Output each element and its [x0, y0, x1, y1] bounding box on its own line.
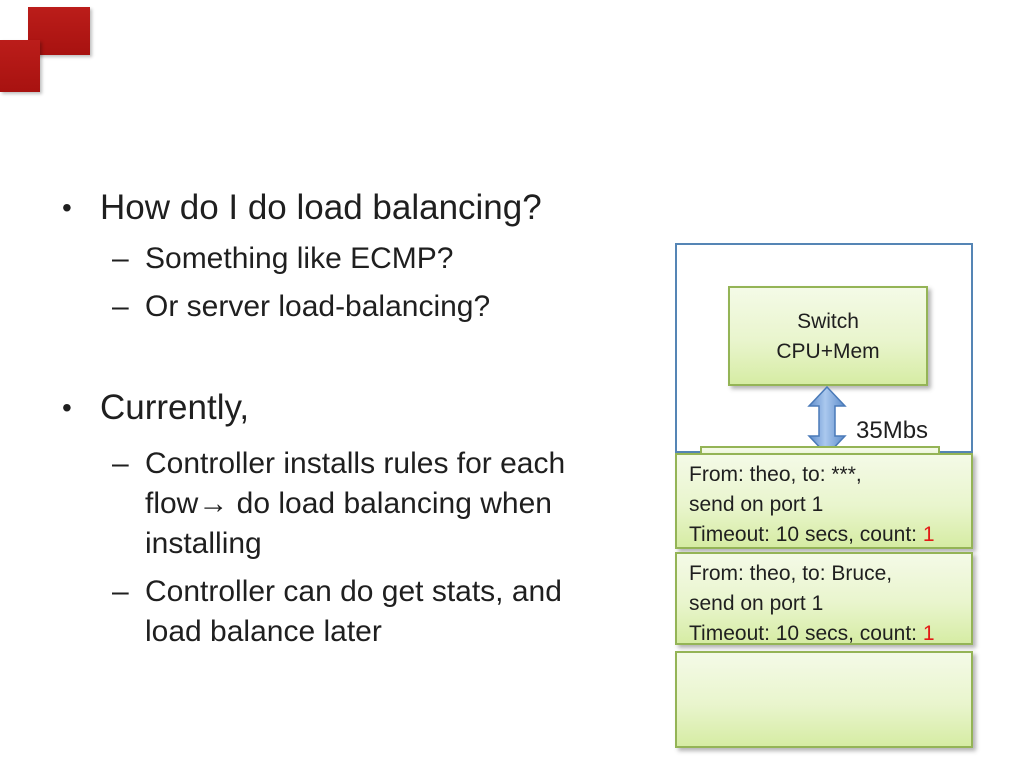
subbullet-ecmp: – Something like ECMP?	[112, 239, 453, 279]
flow2-timeout-text: Timeout: 10 secs, count:	[689, 622, 923, 645]
red-accent-block-left	[0, 40, 40, 92]
flow1-timeout-text: Timeout: 10 secs, count:	[689, 523, 923, 546]
flow2-count: 1	[922, 622, 935, 645]
subbullet-text-line: load balance later	[145, 615, 382, 648]
flow1-timeout: Timeout: 10 secs, count: 1	[689, 520, 971, 550]
subbullet-text: Or server load-balancing?	[145, 290, 491, 323]
flow2-action: send on port 1	[689, 592, 824, 615]
dash-marker: –	[112, 290, 129, 323]
dash-marker: –	[112, 575, 129, 608]
bullet-marker: •	[62, 192, 72, 223]
subbullet-text-line: Controller can do get stats, and	[145, 575, 562, 608]
bullet-text: How do I do load balancing?	[100, 188, 542, 227]
bullet-currently: • Currently,	[62, 387, 249, 429]
bullet-how-load-balancing: • How do I do load balancing?	[62, 187, 542, 229]
subbullet-text-line: flow→ do load balancing when	[145, 487, 552, 520]
dash-marker: –	[112, 447, 129, 480]
flow1-from-to: From: theo, to: ***,	[689, 463, 862, 486]
subbullet-text: Something like ECMP?	[145, 242, 454, 275]
flow1-count: 1	[922, 523, 935, 546]
flow2-from-to: From: theo, to: Bruce,	[689, 562, 893, 585]
subbullet-text-line: installing	[145, 527, 262, 560]
subbullet-text-line: Controller installs rules for each	[145, 447, 566, 480]
flow-entry-empty	[675, 651, 973, 748]
dash-marker: –	[112, 242, 129, 275]
cpu-mem-label: CPU+Mem	[776, 340, 880, 363]
switch-label: Switch	[797, 310, 859, 333]
flow-entry-2: From: theo, to: Bruce, send on port 1 Ti…	[675, 552, 973, 645]
bandwidth-label: 35Mbs	[856, 417, 929, 444]
flow2-timeout: Timeout: 10 secs, count: 1	[689, 619, 971, 649]
subbullet-controller-stats: – Controller can do get stats, and load …	[112, 572, 562, 652]
subbullet-server-lb: – Or server load-balancing?	[112, 287, 490, 327]
bullet-marker: •	[62, 392, 72, 423]
bullet-text: Currently,	[100, 388, 250, 427]
flow-entry-1: From: theo, to: ***, send on port 1 Time…	[675, 453, 973, 549]
flow1-action: send on port 1	[689, 493, 824, 516]
switch-cpu-mem-box: Switch CPU+Mem	[728, 286, 928, 386]
subbullet-controller-installs: – Controller installs rules for each flo…	[112, 444, 565, 564]
